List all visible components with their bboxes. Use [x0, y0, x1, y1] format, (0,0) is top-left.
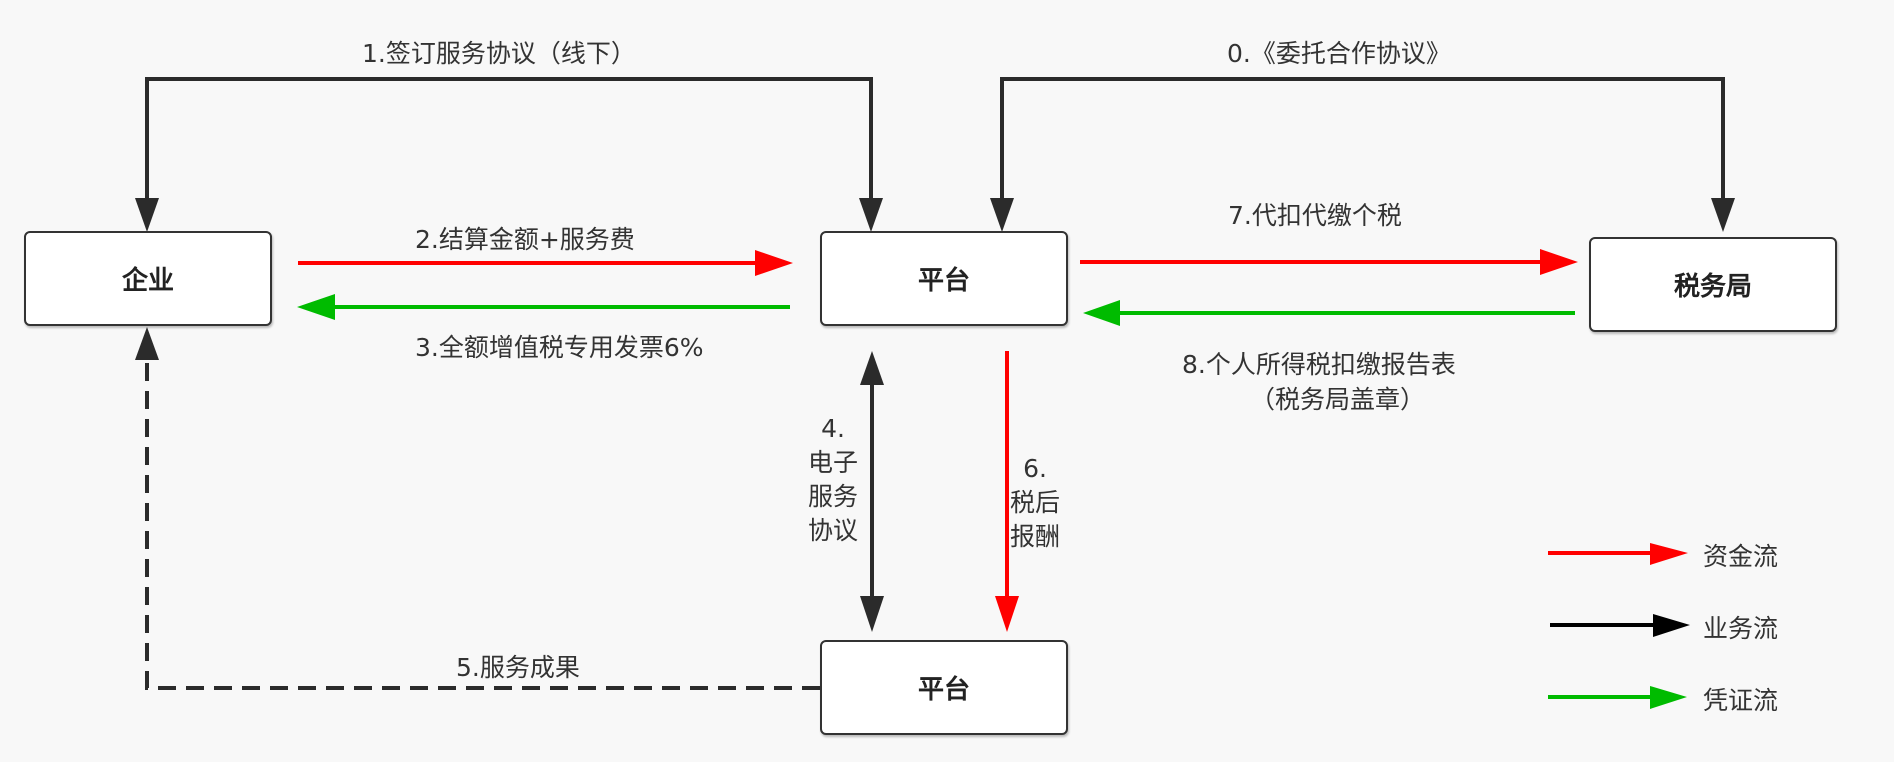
- flow-7-label: 7.代扣代缴个税: [1228, 201, 1402, 230]
- flow-1-connector: [135, 77, 883, 232]
- node-platform-bottom-label: 平台: [917, 675, 970, 705]
- node-enterprise-label: 企业: [121, 266, 174, 296]
- flow-1-label: 1.签订服务协议（线下）: [362, 39, 636, 68]
- flow-0-arrowhead-left: [990, 198, 1014, 232]
- flow-6-label: 6. 税后 报酬: [1010, 454, 1061, 551]
- flow-3-arrow: [297, 294, 790, 320]
- node-tax-bureau-label: 税务局: [1673, 272, 1752, 302]
- flow-0-label: 0.《委托合作协议》: [1227, 39, 1451, 68]
- flow-1-arrowhead-right: [859, 198, 883, 232]
- flow-3-label: 3.全额增值税专用发票6%: [415, 333, 704, 362]
- flow-0-connector: [990, 77, 1735, 232]
- legend-voucher-label: 凭证流: [1703, 686, 1779, 715]
- node-platform-label: 平台: [917, 266, 970, 296]
- flow-0-arrowhead-right: [1711, 198, 1735, 232]
- legend-fund-label: 资金流: [1703, 542, 1779, 571]
- flow-5-label: 5.服务成果: [456, 653, 580, 682]
- flow-7-arrow: [1080, 249, 1578, 275]
- legend-fund-arrow: [1548, 543, 1688, 565]
- flow-2-label: 2.结算金额+服务费: [415, 225, 635, 254]
- flow-5-arrow: [135, 327, 820, 690]
- flow-6-arrow: [995, 351, 1019, 632]
- legend-business-arrow: [1550, 614, 1690, 637]
- flow-8-label-line2: （税务局盖章）: [1250, 385, 1426, 414]
- flow-2-arrow: [298, 250, 793, 276]
- flow-8-arrow: [1083, 300, 1575, 326]
- flow-4-label: 4. 电子 服务 协议: [808, 414, 859, 545]
- node-enterprise[interactable]: 企业: [24, 231, 272, 326]
- flow-4-arrow: [860, 351, 884, 632]
- node-platform[interactable]: 平台: [820, 231, 1068, 326]
- node-platform-bottom[interactable]: 平台: [820, 640, 1068, 735]
- flow-8-label: 8.个人所得税扣缴报告表: [1182, 350, 1456, 379]
- flow-1-arrowhead-left: [135, 198, 159, 232]
- node-tax-bureau[interactable]: 税务局: [1589, 237, 1837, 332]
- legend-voucher-arrow: [1548, 686, 1687, 709]
- legend-business-label: 业务流: [1703, 614, 1779, 643]
